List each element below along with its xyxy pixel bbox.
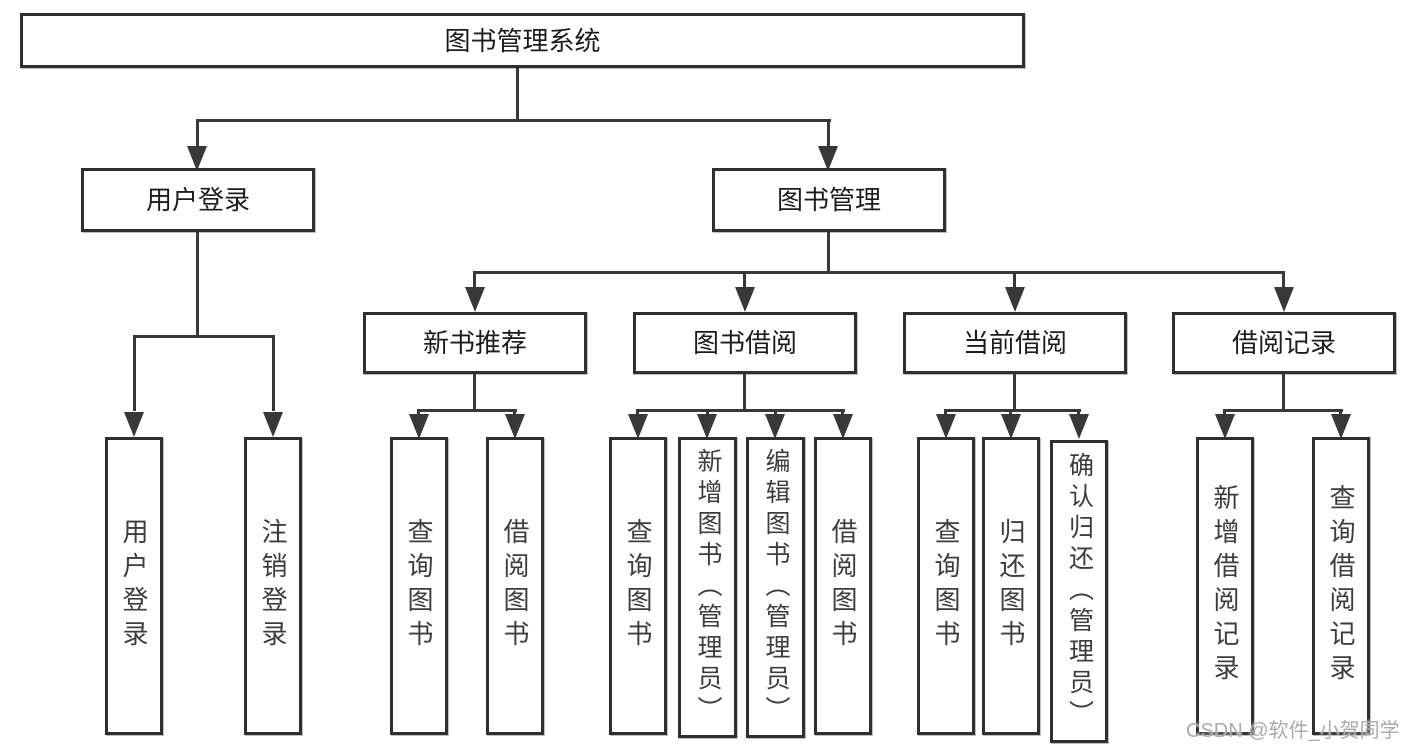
connector-user-login-bar xyxy=(133,335,275,338)
arrow-down-icon xyxy=(1331,414,1351,439)
leaf-borrow-books: 借阅图书 xyxy=(814,437,872,735)
leaf-return-books: 归还图书 xyxy=(982,437,1040,735)
arrow-down-icon xyxy=(1274,287,1294,312)
leaf-query-books: 查询图书 xyxy=(609,437,667,735)
connector-section-bar xyxy=(417,409,517,412)
connector-to-section xyxy=(473,271,476,287)
connector-leaf-drop xyxy=(1077,409,1080,417)
connector-leaf-drop xyxy=(841,409,844,417)
leaf-edit-books-admin: 编辑图书（管理员） xyxy=(746,437,805,738)
arrow-down-icon xyxy=(936,414,956,439)
connector-section-drop xyxy=(1282,374,1285,409)
leaf-borrow-books: 借阅图书 xyxy=(486,437,544,735)
leaf-label: 查询图书 xyxy=(623,518,653,654)
leaf-query-books: 查询图书 xyxy=(390,437,448,735)
leaf-logout: 注销登录 xyxy=(244,437,302,735)
connector-leaf-drop xyxy=(636,409,639,417)
arrow-down-icon xyxy=(765,414,785,439)
leaf-label: 确认归还（管理员） xyxy=(1065,452,1094,731)
leaf-label: 查询图书 xyxy=(404,518,434,654)
connector-level1-bar xyxy=(196,119,831,122)
connector-section-drop xyxy=(1013,374,1016,409)
leaf-query-books: 查询图书 xyxy=(917,437,975,735)
arrow-down-icon xyxy=(465,287,485,312)
leaf-user-login: 用户登录 xyxy=(105,437,163,735)
connector-leaf-drop xyxy=(1009,409,1012,417)
leaf-label: 查询图书 xyxy=(931,518,961,654)
connector-section-drop xyxy=(473,374,476,409)
connector-level2-bar xyxy=(474,271,1284,274)
arrow-down-icon xyxy=(1069,414,1089,439)
watermark: CSDN @软件_小贺同学 xyxy=(1186,720,1400,742)
connector-to-book-mgmt xyxy=(827,119,830,148)
connector-user-login-drop xyxy=(196,232,199,335)
leaf-label: 注销登录 xyxy=(258,518,288,654)
connector-section-bar xyxy=(944,409,1081,412)
arrow-down-icon xyxy=(628,414,648,439)
leaf-label: 归还图书 xyxy=(996,518,1026,654)
connector-leaf-drop xyxy=(1223,409,1226,417)
connector-section-bar xyxy=(636,409,845,412)
arrow-down-icon xyxy=(818,146,838,171)
leaf-add-books-admin: 新增图书（管理员） xyxy=(678,437,737,738)
arrow-down-icon xyxy=(735,287,755,312)
connector-leaf-drop xyxy=(133,335,136,411)
leaf-label: 借阅图书 xyxy=(828,518,858,654)
leaf-label: 新增图书（管理员） xyxy=(694,448,722,727)
node-new-book-recommendation: 新书推荐 xyxy=(363,312,587,374)
leaf-label: 编辑图书（管理员） xyxy=(762,448,790,727)
node-library-management-system: 图书管理系统 xyxy=(20,13,1025,68)
arrow-down-icon xyxy=(505,414,525,439)
connector-section-drop xyxy=(743,374,746,409)
connector-leaf-drop xyxy=(417,409,420,417)
connector-root-drop xyxy=(516,68,519,122)
leaf-label: 借阅图书 xyxy=(500,518,530,654)
node-borrowing-records: 借阅记录 xyxy=(1172,312,1396,374)
node-book-management: 图书管理 xyxy=(712,168,946,232)
leaf-add-borrow-record: 新增借阅记录 xyxy=(1196,437,1254,735)
arrow-down-icon xyxy=(1215,414,1235,439)
arrow-down-icon xyxy=(263,412,283,437)
arrow-down-icon xyxy=(1005,287,1025,312)
connector-leaf-drop xyxy=(944,409,947,417)
node-book-borrowing: 图书借阅 xyxy=(633,312,857,374)
connector-leaf-drop xyxy=(1339,409,1342,417)
connector-to-section xyxy=(1282,271,1285,287)
connector-book-mgmt-drop xyxy=(827,232,830,271)
arrow-down-icon xyxy=(409,414,429,439)
leaf-confirm-return-admin: 确认归还（管理员） xyxy=(1050,440,1108,743)
leaf-label: 用户登录 xyxy=(119,518,149,654)
connector-leaf-drop xyxy=(272,335,275,411)
leaf-label: 新增借阅记录 xyxy=(1210,484,1240,688)
connector-to-user-login xyxy=(196,119,199,148)
connector-leaf-drop xyxy=(774,409,777,417)
connector-to-section xyxy=(743,271,746,287)
arrow-down-icon xyxy=(187,146,207,171)
connector-leaf-drop xyxy=(513,409,516,417)
arrow-down-icon xyxy=(124,412,144,437)
node-user-login: 用户登录 xyxy=(81,168,315,232)
arrow-down-icon xyxy=(1001,414,1021,439)
leaf-label: 查询借阅记录 xyxy=(1326,484,1356,688)
leaf-query-borrow-record: 查询借阅记录 xyxy=(1312,437,1370,735)
node-current-borrowing: 当前借阅 xyxy=(903,312,1127,374)
connector-leaf-drop xyxy=(706,409,709,417)
connector-to-section xyxy=(1013,271,1016,287)
arrow-down-icon xyxy=(833,414,853,439)
arrow-down-icon xyxy=(697,414,717,439)
connector-section-bar xyxy=(1223,409,1343,412)
